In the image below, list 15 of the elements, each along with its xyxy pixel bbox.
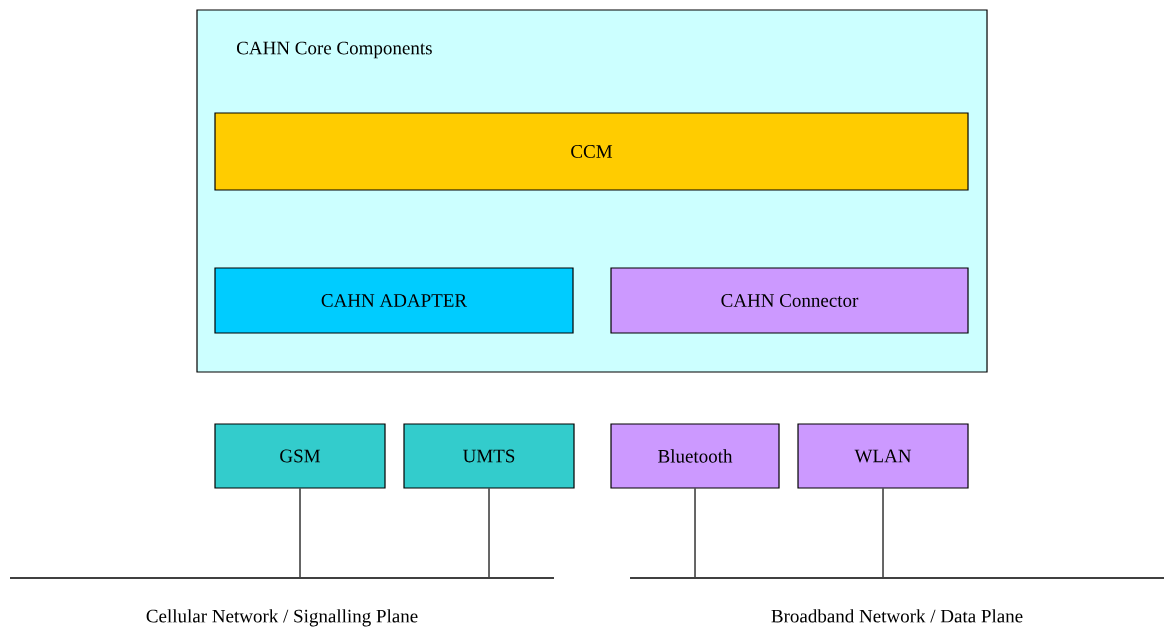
- node-label: Broadband Network / Data Plane: [771, 609, 1023, 623]
- component-box: Bluetooth: [610, 423, 780, 489]
- connector-line: [882, 488, 884, 578]
- node-label: Cellular Network / Signalling Plane: [146, 609, 418, 627]
- component-box: CAHN ADAPTER: [214, 267, 574, 334]
- connector-line: [488, 488, 490, 578]
- network-bus: Broadband Network / Data Plane: [630, 577, 1164, 623]
- component-box: WLAN: [797, 423, 969, 489]
- component-box: CCM: [214, 112, 969, 191]
- component-box: GSM: [214, 423, 386, 489]
- connector-line: [694, 488, 696, 578]
- network-bus: Cellular Network / Signalling Plane: [10, 577, 554, 627]
- component-box: UMTS: [403, 423, 575, 489]
- connector-line: [299, 488, 301, 578]
- component-box: CAHN Connector: [610, 267, 969, 334]
